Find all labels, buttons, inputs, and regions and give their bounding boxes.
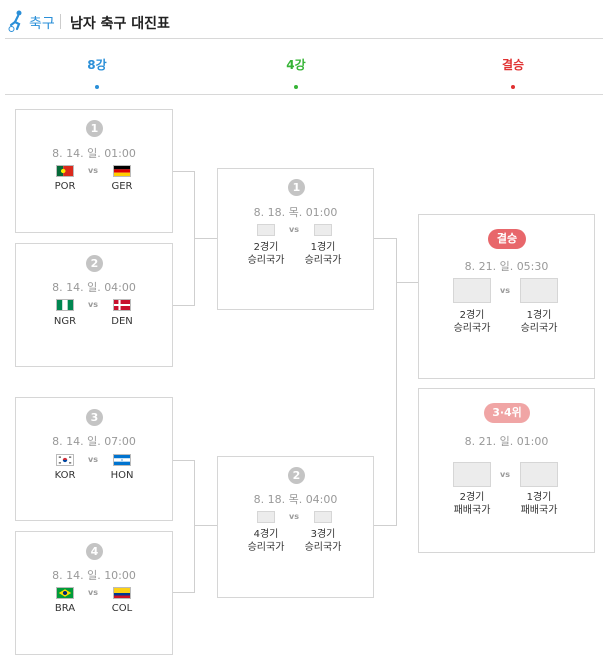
team-flag-placeholder (314, 511, 332, 523)
team-flag-placeholder (453, 462, 491, 487)
match-number-badge: 1 (288, 179, 305, 196)
third-place-badge: 3·4위 (484, 403, 530, 423)
vs-label: vs (88, 300, 98, 309)
vs-label: vs (500, 470, 510, 479)
header-divider (60, 14, 61, 29)
match-date: 8. 14. 일. 10:00 (52, 569, 136, 582)
connector (396, 282, 418, 283)
stage-dot-semifinal (294, 85, 298, 89)
match-number-badge: 3 (86, 409, 103, 426)
team-code: NGR (53, 316, 77, 327)
match-date: 8. 14. 일. 07:00 (52, 435, 136, 448)
portugal-flag-icon (56, 165, 74, 177)
connector (173, 305, 194, 306)
match-number-badge: 1 (86, 120, 103, 137)
match-date: 8. 14. 일. 01:00 (52, 147, 136, 160)
header-rule (5, 38, 603, 39)
colombia-flag-icon (113, 587, 131, 599)
connector (396, 238, 397, 526)
team-flag-placeholder (314, 224, 332, 236)
stage-dot-quarterfinal (95, 85, 99, 89)
vs-label: vs (88, 588, 98, 597)
team-code: COL (111, 603, 133, 614)
vs-label: vs (88, 455, 98, 464)
honduras-flag-icon (113, 454, 131, 466)
team-flag-placeholder (257, 511, 275, 523)
stage-rule (5, 94, 603, 95)
soccer-player-icon (8, 10, 22, 32)
team-code: GER (111, 181, 133, 192)
match-number-badge: 2 (288, 467, 305, 484)
vs-label: vs (88, 166, 98, 175)
match-date: 8. 14. 일. 04:00 (52, 281, 136, 294)
team-code: DEN (111, 316, 133, 327)
team-flag-placeholder (520, 278, 558, 303)
team-code: BRA (54, 603, 76, 614)
denmark-flag-icon (113, 299, 131, 311)
sport-link[interactable]: 축구 (29, 16, 55, 32)
match-date: 8. 21. 일. 05:30 (464, 260, 549, 273)
vs-label: vs (289, 512, 299, 521)
team-flag-placeholder (453, 278, 491, 303)
vs-label: vs (500, 286, 510, 295)
germany-flag-icon (113, 165, 131, 177)
stage-semifinal-label: 4강 (286, 58, 306, 72)
vs-label: vs (289, 225, 299, 234)
nigeria-flag-icon (56, 299, 74, 311)
connector (194, 238, 217, 239)
match-number-badge: 4 (86, 543, 103, 560)
brazil-flag-icon (56, 587, 74, 599)
connector (374, 525, 396, 526)
team-code: POR (54, 181, 76, 192)
stage-dot-final (511, 85, 515, 89)
page-title: 남자 축구 대진표 (70, 16, 170, 32)
stage-final-label: 결승 (501, 58, 525, 72)
connector (173, 171, 194, 172)
match-date: 8. 18. 목. 01:00 (253, 206, 338, 219)
match-number-badge: 2 (86, 255, 103, 272)
connector (194, 460, 195, 593)
connector (173, 460, 194, 461)
match-date: 8. 21. 일. 01:00 (464, 435, 549, 448)
stage-quarterfinal-label: 8강 (87, 58, 107, 72)
team-code: KOR (54, 470, 76, 481)
match-date: 8. 18. 목. 04:00 (253, 493, 338, 506)
team-code: HON (110, 470, 134, 481)
connector (173, 592, 194, 593)
team-flag-placeholder (257, 224, 275, 236)
connector (194, 525, 217, 526)
korea-flag-icon (56, 454, 74, 466)
final-badge: 결승 (488, 229, 526, 249)
connector (374, 238, 396, 239)
team-flag-placeholder (520, 462, 558, 487)
